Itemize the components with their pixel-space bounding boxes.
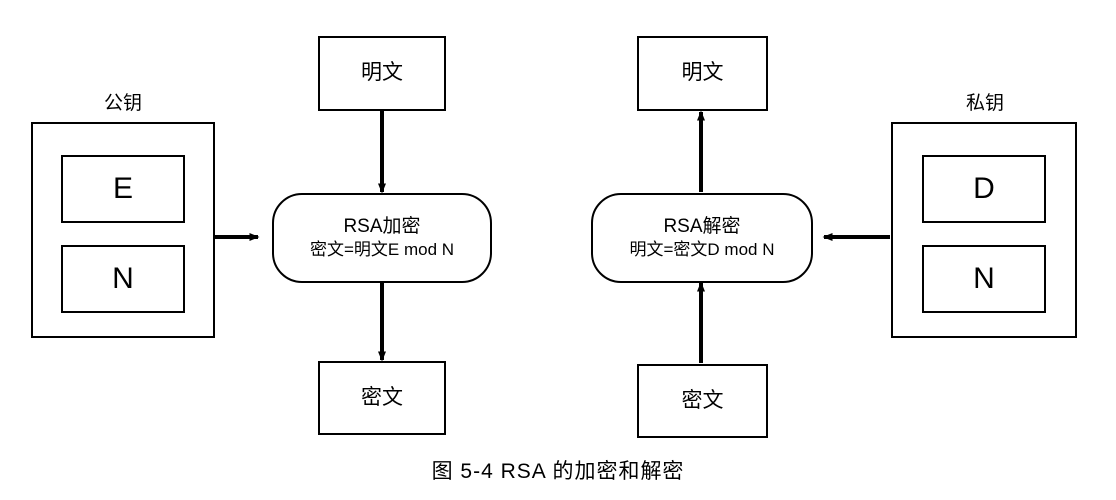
right-ciphertext-box: 密文 <box>637 364 768 438</box>
rsa-decrypt-process: RSA解密 明文=密文D mod N <box>591 193 813 283</box>
left-ciphertext-box: 密文 <box>318 361 446 435</box>
rsa-encrypt-formula: 密文=明文E mod N <box>309 240 455 260</box>
figure-caption: 图 5-4 RSA 的加密和解密 <box>431 460 685 483</box>
private-key-part-d: D <box>922 155 1046 223</box>
rsa-decrypt-formula: 明文=密文D mod N <box>629 240 775 260</box>
left-plaintext-box: 明文 <box>318 36 446 111</box>
private-key-part-n: N <box>922 245 1046 313</box>
public-key-part-e: E <box>61 155 185 223</box>
rsa-encrypt-process: RSA加密 密文=明文E mod N <box>272 193 492 283</box>
right-plaintext-box: 明文 <box>637 36 768 111</box>
rsa-decrypt-title: RSA解密 <box>663 215 741 237</box>
public-key-title: 公钥 <box>103 93 142 114</box>
public-key-part-n: N <box>61 245 185 313</box>
rsa-encrypt-title: RSA加密 <box>343 215 421 237</box>
private-key-title: 私钥 <box>965 93 1004 114</box>
